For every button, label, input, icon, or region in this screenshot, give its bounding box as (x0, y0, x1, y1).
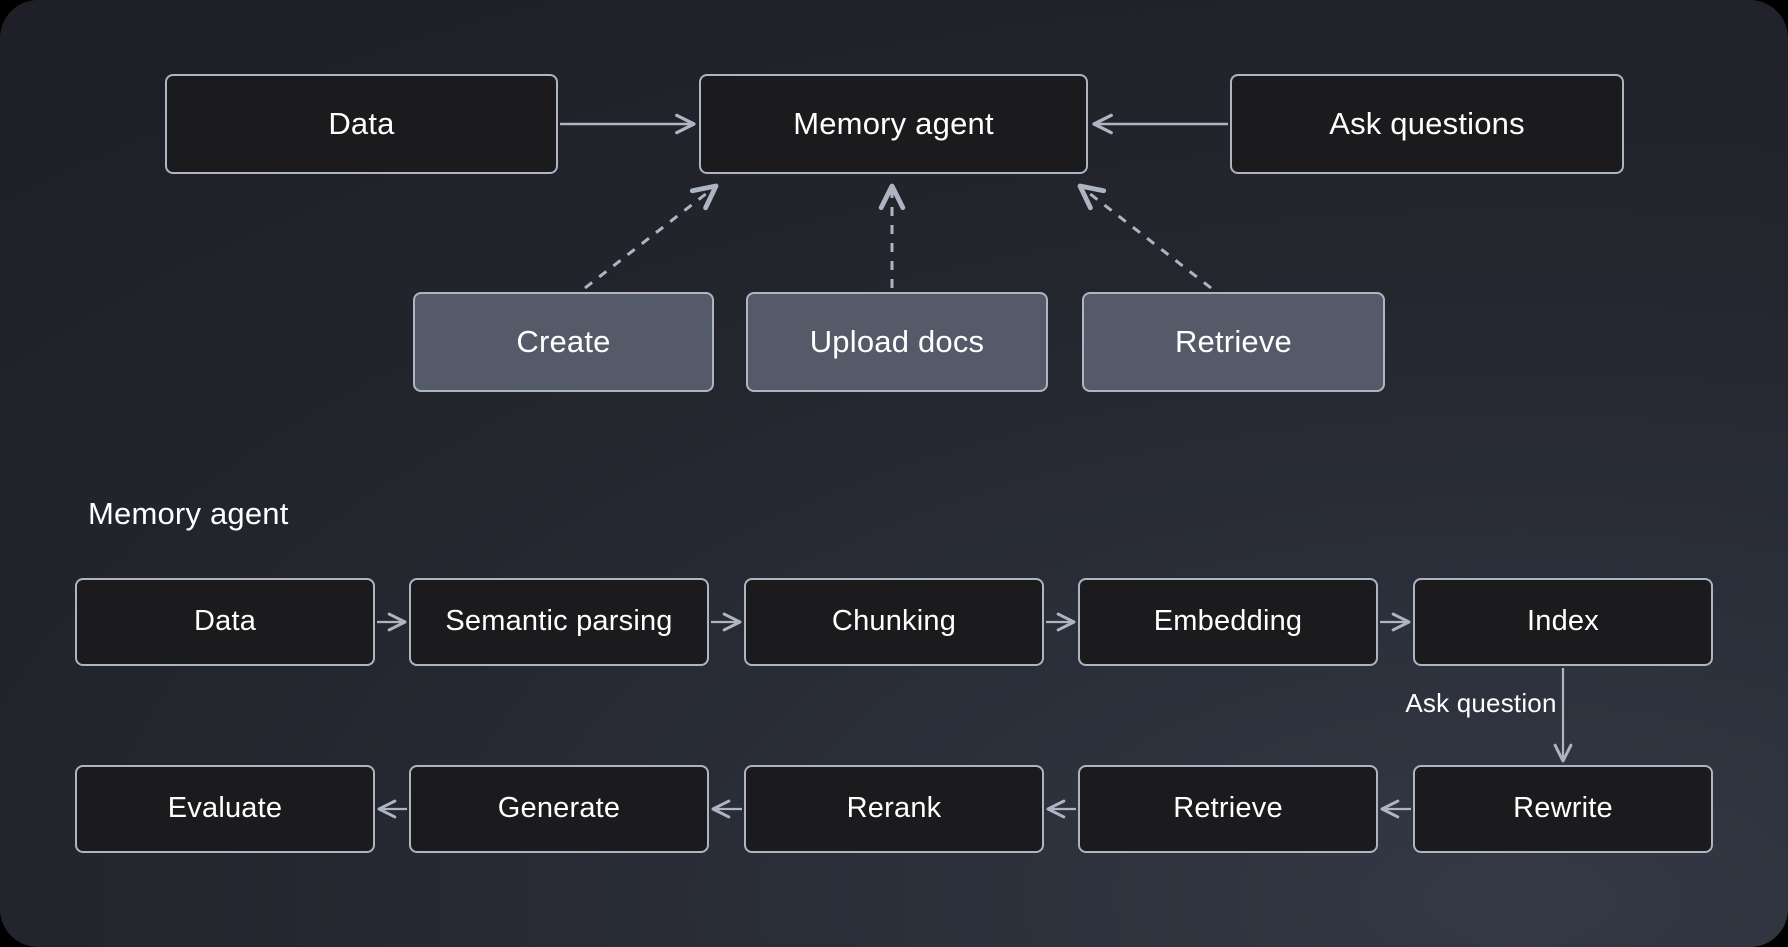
node-ask-questions[interactable]: Ask questions (1230, 74, 1624, 174)
node-detail-generate-label: Generate (497, 792, 621, 825)
node-detail-evaluate-label: Evaluate (167, 792, 283, 825)
node-memory-agent-label: Memory agent (793, 105, 994, 141)
node-detail-semantic-parsing[interactable]: Semantic parsing (409, 578, 709, 666)
node-create-label: Create (516, 323, 611, 359)
node-detail-rerank[interactable]: Rerank (744, 765, 1044, 853)
edge-label-ask-question: Ask question (1405, 688, 1557, 718)
node-retrieve[interactable]: Retrieve (1082, 292, 1385, 392)
node-detail-rerank-label: Rerank (846, 792, 942, 825)
node-retrieve-label: Retrieve (1174, 323, 1293, 359)
node-upload-docs-label: Upload docs (809, 323, 985, 359)
node-detail-generate[interactable]: Generate (409, 765, 709, 853)
node-detail-rewrite-label: Rewrite (1513, 792, 1613, 825)
node-create[interactable]: Create (413, 292, 714, 392)
node-detail-retrieve[interactable]: Retrieve (1078, 765, 1378, 853)
node-detail-evaluate[interactable]: Evaluate (75, 765, 375, 853)
edge-retrieve-to-memory-agent (1077, 183, 1212, 290)
node-upload-docs[interactable]: Upload docs (746, 292, 1048, 392)
node-detail-chunking[interactable]: Chunking (744, 578, 1044, 666)
node-ask-questions-label: Ask questions (1329, 105, 1525, 141)
node-detail-index-label: Index (1527, 605, 1599, 638)
node-detail-data[interactable]: Data (75, 578, 375, 666)
node-data[interactable]: Data (165, 74, 558, 174)
node-memory-agent[interactable]: Memory agent (699, 74, 1088, 174)
node-detail-embedding-label: Embedding (1153, 605, 1303, 638)
node-detail-index[interactable]: Index (1413, 578, 1713, 666)
node-detail-retrieve-label: Retrieve (1173, 792, 1283, 825)
node-detail-rewrite[interactable]: Rewrite (1413, 765, 1713, 853)
node-detail-semantic-parsing-label: Semantic parsing (445, 605, 673, 638)
node-detail-embedding[interactable]: Embedding (1078, 578, 1378, 666)
node-detail-data-label: Data (193, 605, 257, 638)
node-data-label: Data (328, 105, 395, 141)
node-detail-chunking-label: Chunking (831, 605, 957, 638)
detail-section-title: Memory agent (88, 496, 289, 531)
edge-create-to-memory-agent (584, 183, 719, 290)
